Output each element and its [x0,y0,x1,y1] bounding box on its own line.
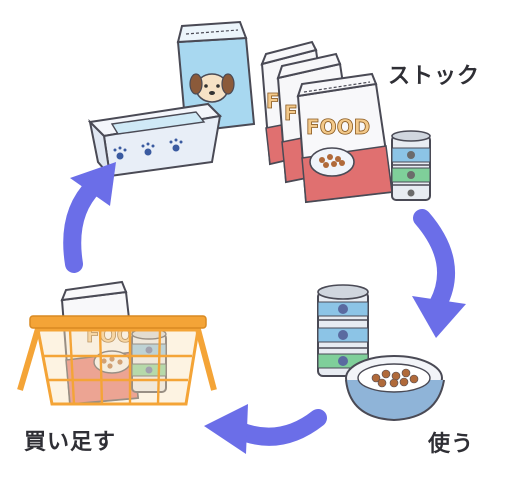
food-bowl [345,355,445,422]
cycle-arrow-icon [63,162,116,273]
cat-face-icon [338,304,348,366]
food-tray [87,102,223,180]
bag-front-text: FOOD [306,115,370,139]
can-stack-top [391,130,431,201]
bag-back-text: F [266,89,280,113]
paw-icon [113,146,127,160]
can-stack-use [317,284,369,377]
paw-icon [169,138,183,152]
paw-icon [141,142,155,156]
label-stock: ストック [388,64,481,89]
cycle-arrow-icon [412,209,466,338]
label-rebuy: 買い足す [24,430,117,455]
cat-face-icon [407,151,415,197]
kibble [371,368,419,388]
label-use: 使う [428,432,475,457]
dog-face-icon [189,73,235,103]
shopping-basket: FOOD [17,280,217,406]
cycle-arrow-icon [204,404,327,454]
food-bag-front: FOOD [296,72,394,204]
